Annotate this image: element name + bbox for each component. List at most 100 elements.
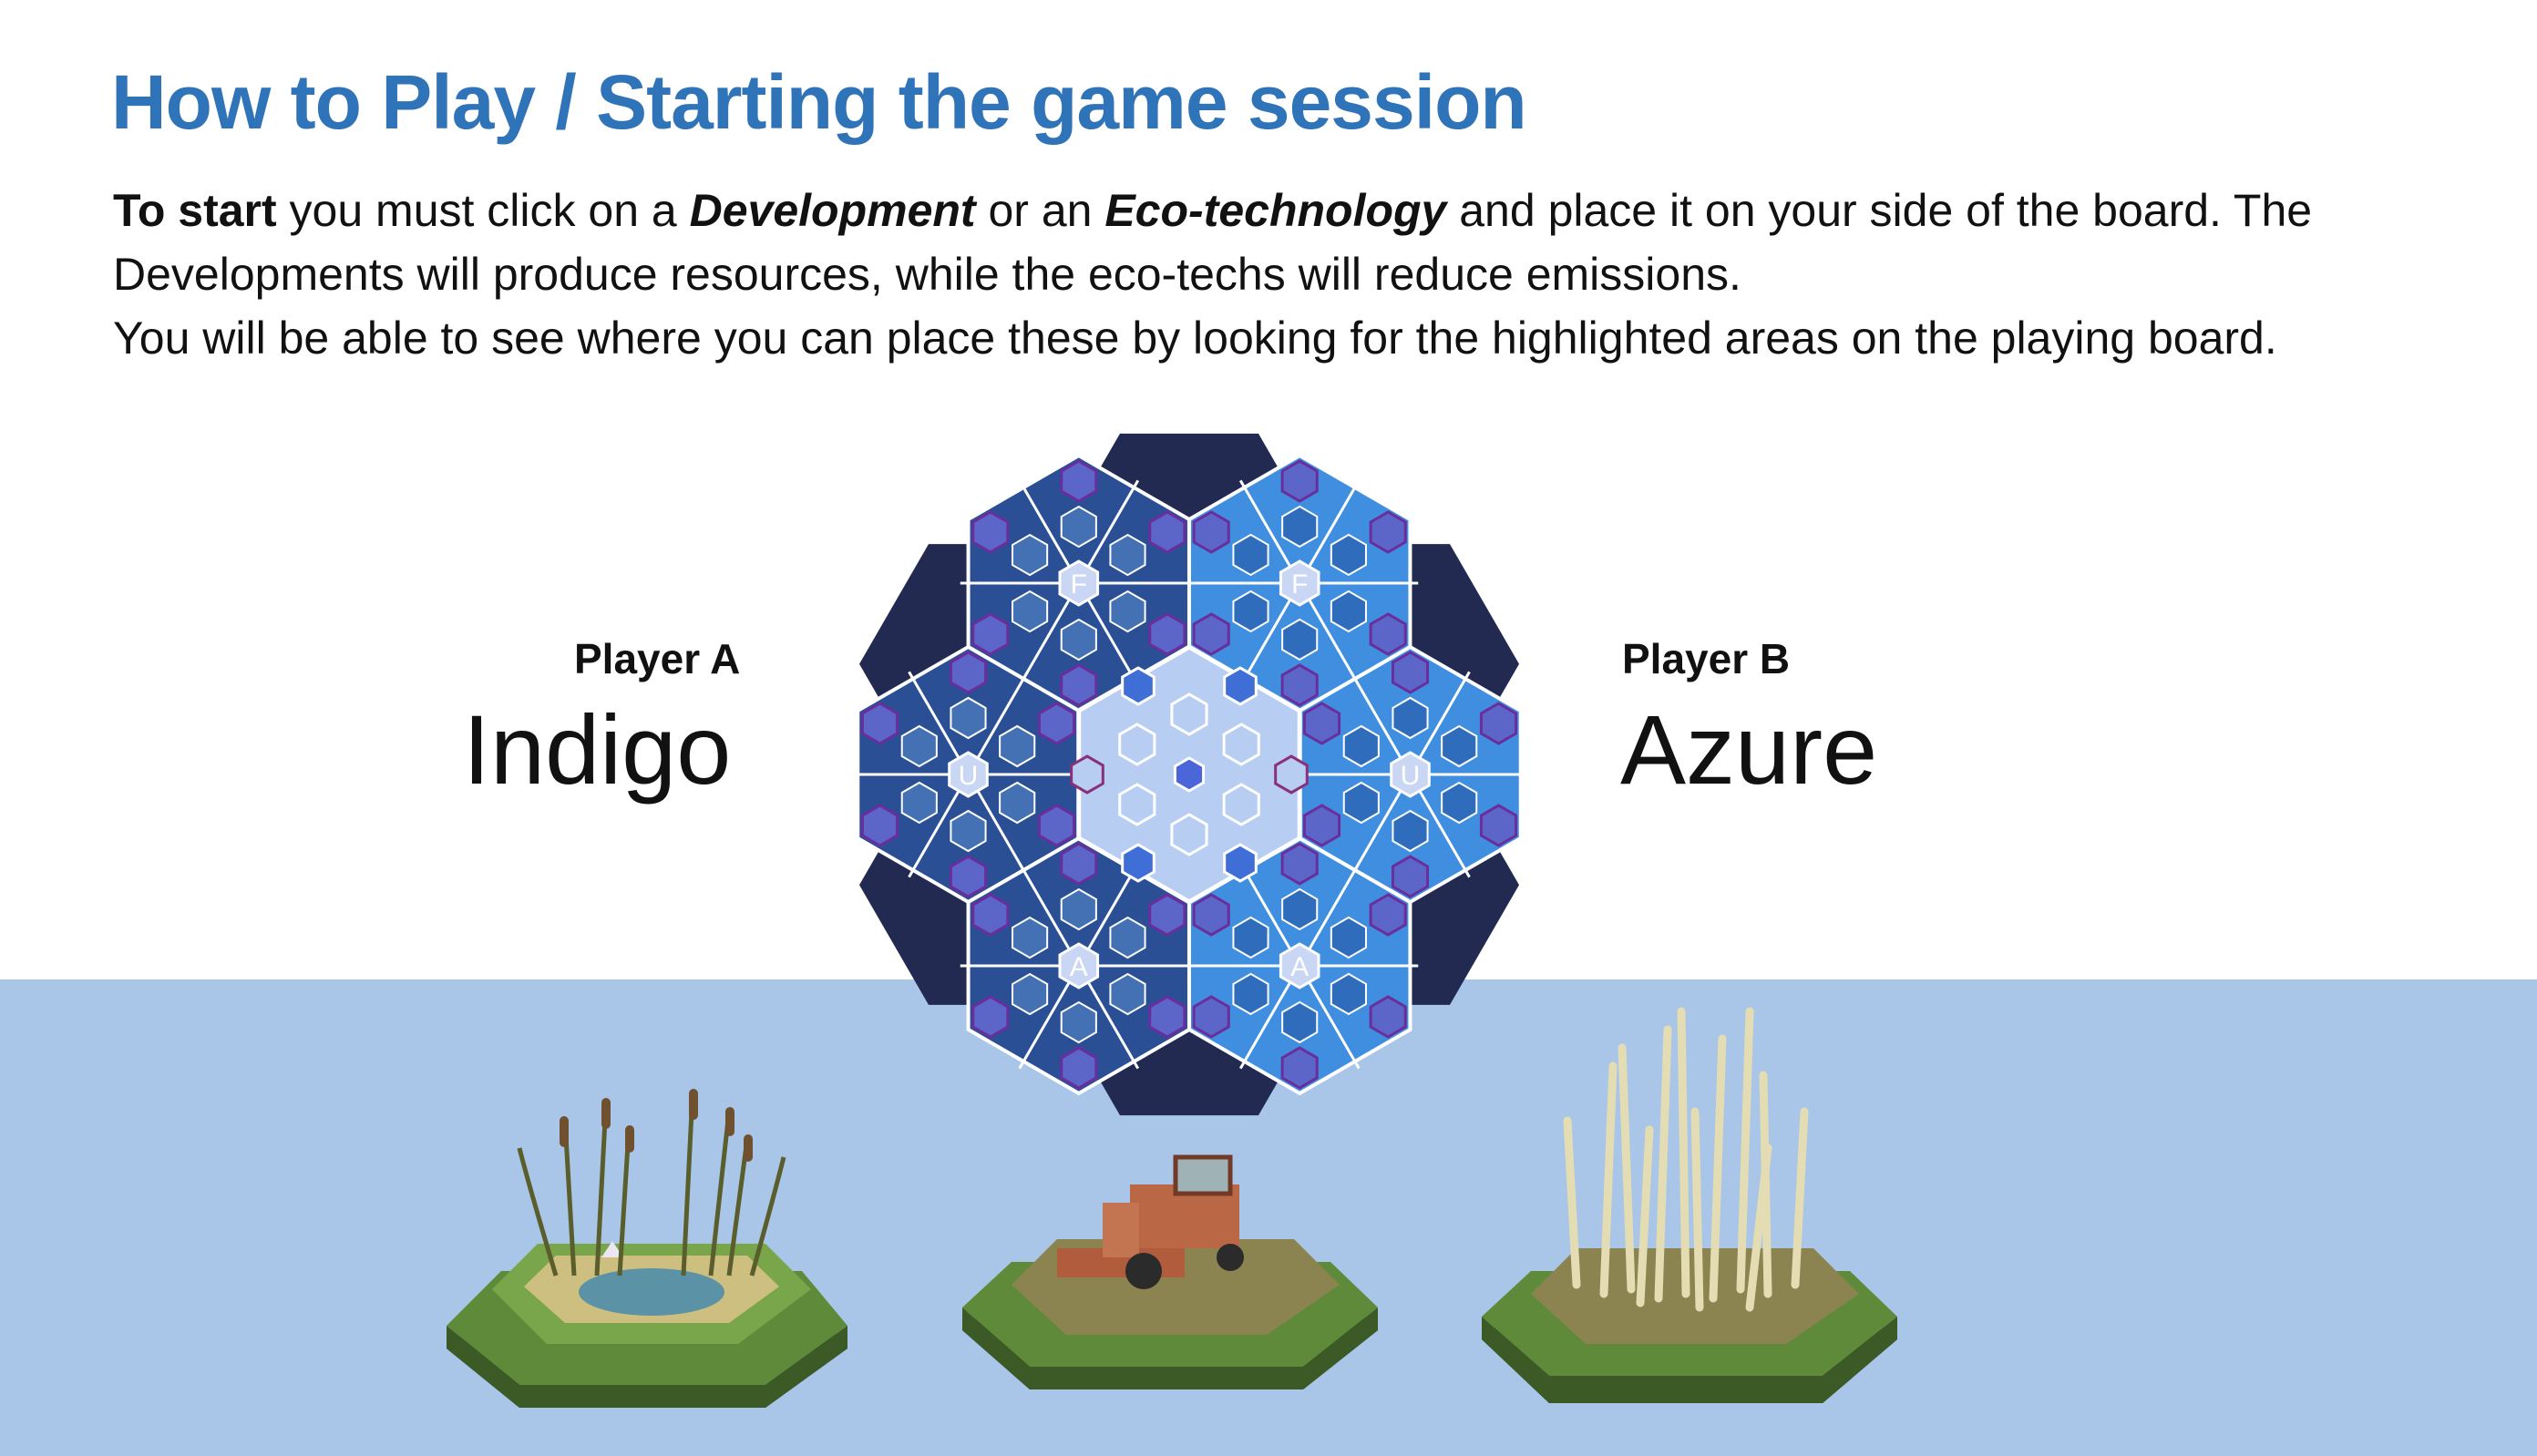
hub-hex: [1058, 559, 1100, 607]
slot-hex: [1060, 1000, 1097, 1044]
shared-slot-hex: [1118, 723, 1156, 766]
shared-edge-hex: [1274, 754, 1309, 795]
development-slot-hex: [1148, 995, 1186, 1039]
development-slot-hex: [1192, 995, 1230, 1039]
slot-hex: [1342, 781, 1380, 825]
development-slot-hex: [1369, 510, 1407, 554]
development-slot-hex: [1391, 855, 1430, 898]
slot-hex: [1441, 724, 1478, 768]
hub-letter: U: [1401, 761, 1421, 791]
development-slot-hex: [1369, 612, 1407, 656]
development-slot-hex: [1302, 804, 1341, 847]
development-slot-hex: [1037, 804, 1076, 847]
shared-slot-hex: [1170, 692, 1208, 736]
hub-hex: [1390, 751, 1431, 798]
slot-hex: [1392, 696, 1429, 740]
shared-slot-hex: [1118, 783, 1156, 826]
player-a-name: Indigo: [463, 694, 732, 805]
development-slot-hex: [971, 510, 1010, 554]
slot-hex: [950, 696, 987, 740]
slot-hex: [1109, 590, 1146, 633]
slot-hex: [1330, 533, 1367, 577]
development-slot-hex: [1060, 663, 1098, 707]
harvester-tile-icon[interactable]: [957, 1148, 1385, 1421]
development-slot-hex: [971, 612, 1010, 656]
game-board: F F U U A A: [849, 433, 1529, 1116]
slot-hex: [1281, 887, 1319, 931]
bamboo-tile-icon[interactable]: [1476, 993, 1905, 1421]
player-b-name: Azure: [1620, 694, 1878, 805]
shared-edge-hex: [1121, 843, 1156, 883]
development-slot-hex: [1148, 893, 1186, 937]
slot-hex: [1109, 972, 1146, 1016]
shared-edge-hex: [1121, 666, 1156, 706]
slot-hex: [1012, 916, 1049, 959]
hub-letter: U: [959, 761, 979, 791]
shared-edge-hex: [1070, 754, 1104, 795]
development-slot-hex: [1280, 842, 1319, 886]
slot-hex: [1109, 533, 1146, 577]
slot-hex: [1012, 972, 1049, 1016]
development-slot-hex: [949, 651, 988, 694]
slot-hex: [900, 724, 938, 768]
slot-hex: [1109, 916, 1146, 959]
development-slot-hex: [1369, 995, 1407, 1039]
development-slot-hex: [1060, 1046, 1098, 1090]
slot-hex: [999, 724, 1036, 768]
page-title: How to Play / Starting the game session: [111, 59, 1527, 145]
intro-text: To start you must click on a Development…: [113, 179, 2446, 370]
development-slot-hex: [949, 855, 988, 898]
intro-part1: you must click on a: [276, 185, 690, 236]
hub-letter: F: [1071, 569, 1087, 600]
development-slot-hex: [1192, 893, 1230, 937]
intro-paragraph: To start you must click on a Development…: [113, 179, 2446, 306]
development-slot-hex: [1192, 510, 1230, 554]
shared-edge-hex: [1223, 666, 1258, 706]
slot-hex: [1392, 809, 1429, 853]
slot-hex: [1232, 533, 1269, 577]
player-b-label: Player B: [1622, 635, 1791, 682]
development-slot-hex: [1037, 702, 1076, 745]
slot-hex: [1012, 533, 1049, 577]
eco-technology-term: Eco-technology: [1104, 185, 1447, 236]
hub-letter: F: [1291, 569, 1308, 600]
development-slot-hex: [1479, 804, 1518, 847]
hub-letter: A: [1070, 952, 1088, 982]
development-slot-hex: [971, 893, 1010, 937]
development-slot-hex: [1302, 702, 1341, 745]
intro-paragraph-2: You will be able to see where you can pl…: [113, 313, 2277, 364]
shared-slot-hex: [1222, 783, 1260, 826]
hub-hex: [1058, 942, 1100, 989]
slot-hex: [950, 809, 987, 853]
slot-hex: [1012, 590, 1049, 633]
development-slot-hex: [860, 702, 899, 745]
slot-hex: [1281, 505, 1319, 549]
development-slot-hex: [1192, 612, 1230, 656]
development-slot-hex: [1280, 663, 1319, 707]
development-slot-hex: [1148, 510, 1186, 554]
development-slot-hex: [1060, 842, 1098, 886]
intro-part2: or an: [975, 185, 1105, 236]
hub-hex: [948, 751, 989, 798]
slot-hex: [1330, 590, 1367, 633]
development-slot-hex: [1280, 459, 1319, 503]
slot-hex: [1060, 887, 1097, 931]
development-slot-hex: [1391, 651, 1430, 694]
slot-hex: [1281, 1000, 1319, 1044]
slot-hex: [999, 781, 1036, 825]
shared-slot-hex: [1222, 723, 1260, 766]
slot-hex: [1441, 781, 1478, 825]
intro-part3: and place it on your side of the board. …: [113, 185, 2313, 300]
shared-edge-hex: [1223, 843, 1258, 883]
wetland-tile-icon[interactable]: [437, 1048, 857, 1412]
development-slot-hex: [1369, 893, 1407, 937]
shared-slot-hex: [1170, 813, 1208, 856]
slot-hex: [1232, 972, 1269, 1016]
slot-hex: [1060, 618, 1097, 661]
hub-hex: [1279, 559, 1320, 607]
development-slot-hex: [1479, 702, 1518, 745]
slot-hex: [1232, 590, 1269, 633]
hub-letter: A: [1290, 952, 1309, 982]
slot-hex: [1330, 972, 1367, 1016]
slot-hex: [1232, 916, 1269, 959]
